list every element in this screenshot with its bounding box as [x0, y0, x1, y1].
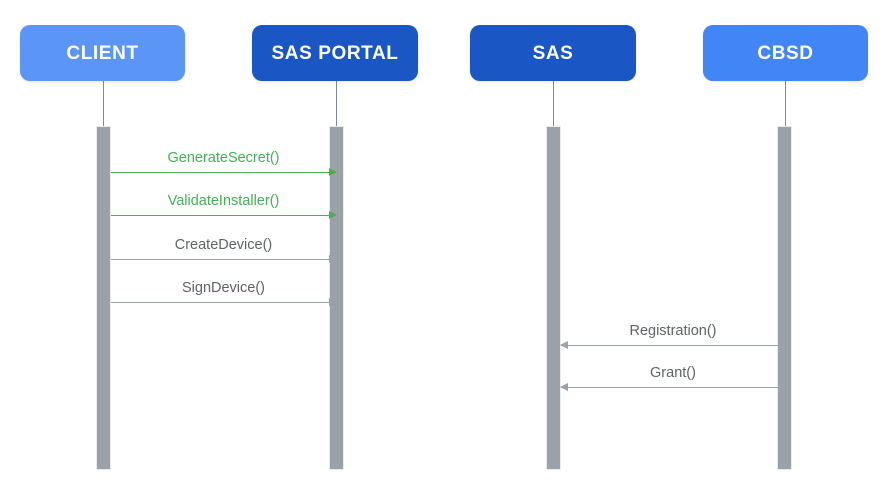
participant-label-cbsd: CBSD [757, 42, 814, 64]
participant-box-cbsd[interactable]: CBSD [703, 25, 868, 81]
participant-box-client[interactable]: CLIENT [20, 25, 185, 81]
message-label-validate-installer: ValidateInstaller() [167, 193, 280, 209]
message-label-registration: Registration() [629, 323, 717, 339]
message-line-sign-device [111, 302, 336, 303]
arrow-head-right-icon [329, 255, 337, 263]
arrow-head-left-icon [560, 341, 568, 349]
lifeline-client [103, 81, 104, 126]
lifeline-sas [553, 81, 554, 126]
message-label-create-device: CreateDevice() [174, 237, 273, 253]
message-line-validate-installer [111, 215, 336, 216]
message-label-generate-secret: GenerateSecret() [167, 150, 280, 166]
arrow-head-right-icon [329, 168, 337, 176]
message-line-grant [561, 387, 785, 388]
participant-box-sas-portal[interactable]: SAS PORTAL [252, 25, 418, 81]
message-line-create-device [111, 259, 336, 260]
participant-label-sas-portal: SAS PORTAL [271, 42, 399, 64]
arrow-head-right-icon [329, 211, 337, 219]
participant-box-sas[interactable]: SAS [470, 25, 636, 81]
participant-label-sas: SAS [532, 42, 574, 64]
lifeline-cbsd [785, 81, 786, 126]
message-label-sign-device: SignDevice() [182, 280, 265, 296]
message-label-grant: Grant() [650, 365, 696, 381]
message-line-generate-secret [111, 172, 336, 173]
activation-bar-sas [546, 126, 561, 470]
arrow-head-left-icon [560, 383, 568, 391]
lifeline-sas-portal [336, 81, 337, 126]
message-line-registration [561, 345, 785, 346]
activation-bar-client [96, 126, 111, 470]
participant-label-client: CLIENT [66, 42, 139, 64]
arrow-head-right-icon [329, 298, 337, 306]
activation-bar-cbsd [777, 126, 792, 470]
